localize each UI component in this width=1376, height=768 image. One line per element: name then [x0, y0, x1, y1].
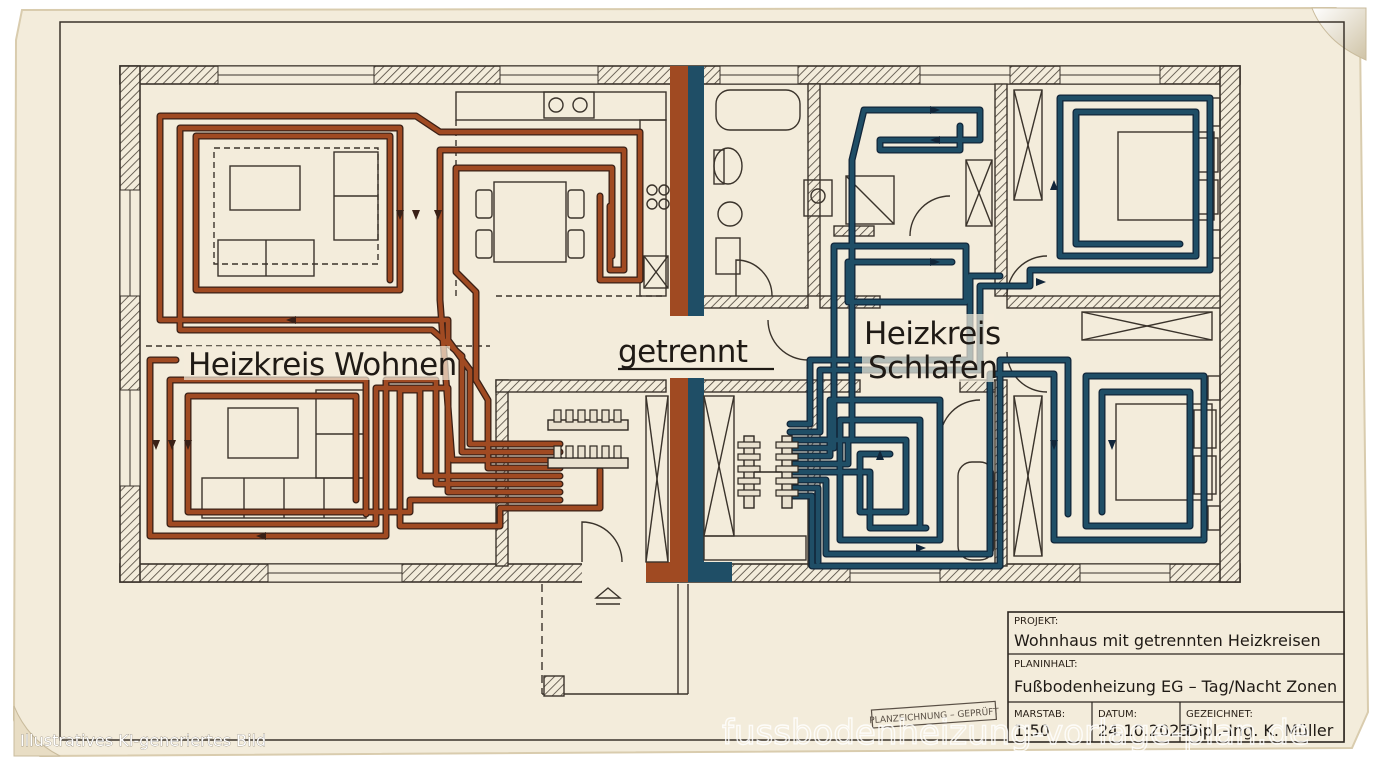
- massstab-label: MARSTAB:: [1014, 709, 1065, 720]
- projekt-label: PROJEKT:: [1014, 616, 1058, 627]
- flow-arrows-wohnen: [152, 210, 442, 540]
- flow-arrows-schlafen: [876, 106, 1116, 552]
- manifold-wohnen: [547, 409, 629, 469]
- planinhalt-label: PLANINHALT:: [1014, 659, 1078, 670]
- label-schlafen: Schlafen: [868, 350, 998, 386]
- datum-label: DATUM:: [1098, 709, 1137, 720]
- watermark-text: fussbodenheizung-vorlage-plan.de: [722, 713, 1310, 753]
- manifold-schlafen: [737, 435, 799, 509]
- planinhalt-value: Fußbodenheizung EG – Tag/Nacht Zonen: [1014, 677, 1337, 696]
- ai-credit-text: Illustratives KI-generiertes Bild: [20, 731, 266, 750]
- separation-wall: [646, 66, 732, 582]
- label-heizkreis: Heizkreis: [864, 316, 1001, 352]
- label-getrennt: getrennt: [618, 334, 748, 370]
- label-heizkreis-wohnen: Heizkreis Wohnen: [188, 347, 457, 383]
- datum-value: 24.10.2023: [1098, 721, 1190, 740]
- projekt-value: Wohnhaus mit getrennten Heizkreisen: [1014, 631, 1321, 650]
- title-block: PROJEKT: Wohnhaus mit getrennten Heizkre…: [1007, 611, 1345, 743]
- label-wohnen-backdrop: [184, 346, 450, 380]
- gezeichnet-label: GEZEICHNET:: [1186, 709, 1253, 720]
- label-schlafen-backdrop: [862, 314, 994, 382]
- massstab-value: 1:50: [1014, 721, 1050, 740]
- gezeichnet-value: Dipl.-Ing. K. Müller: [1186, 721, 1334, 740]
